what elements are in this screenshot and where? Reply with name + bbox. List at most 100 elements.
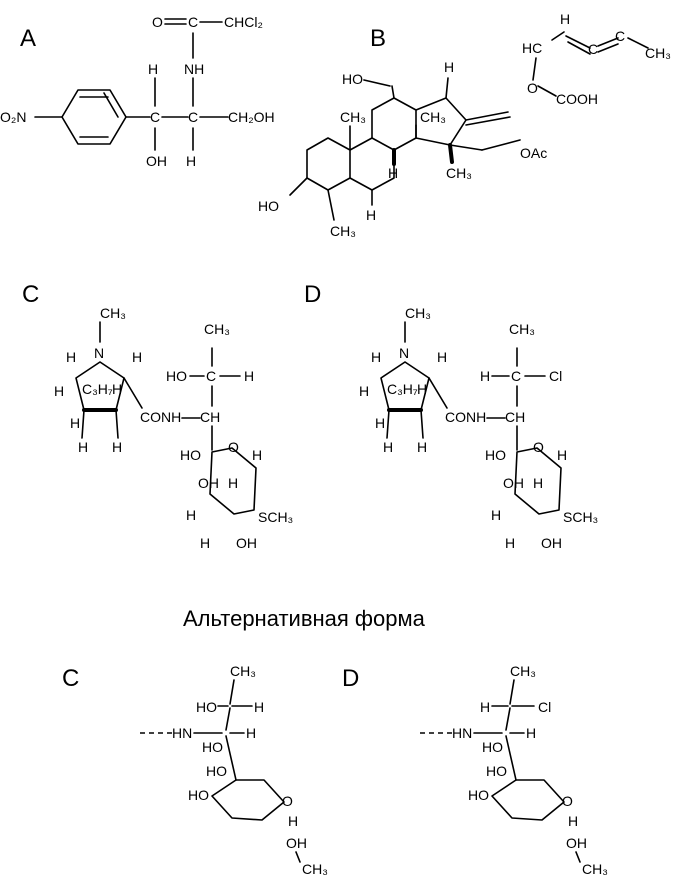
atom-h: H: [568, 813, 578, 829]
atom-sch3: SCH₃: [563, 509, 598, 525]
panel-label-c2: C: [62, 665, 79, 692]
atom-ch3: CH₃: [446, 165, 472, 181]
atom-ch3: CH₃: [405, 305, 431, 321]
atom-h: H: [491, 507, 501, 523]
structure-c-alternative: C CH₃ HO H HN H HO HO HO O H OH CH₃: [62, 663, 328, 877]
atom-h: H: [112, 381, 122, 397]
atom-h: H: [288, 813, 298, 829]
atom-c3h7: C₃H₇: [387, 381, 418, 397]
atom-c3h7: C₃H₇: [82, 381, 113, 397]
atom-hn: HN: [452, 725, 472, 741]
panel-label-a: A: [20, 25, 36, 52]
panel-label-b: B: [370, 25, 386, 52]
structure-c: C CH₃ N H H H C₃H₇ H H H H CONH CH C CH₃…: [22, 281, 293, 551]
atom-h: H: [186, 153, 196, 169]
atom-oh: OH: [503, 475, 524, 491]
atom-oac: OAc: [520, 145, 547, 161]
atom-ch: CH: [505, 409, 525, 425]
atom-h: H: [186, 507, 196, 523]
atom-ho: HO: [486, 763, 507, 779]
benzene-ring: [61, 89, 127, 145]
atom-ch3: CH₃: [302, 861, 328, 877]
structure-a: A O₂N C H OH C H CH₂OH NH C O CHCl₂: [0, 14, 275, 169]
atom-c: C: [615, 28, 625, 44]
pyranose-ring: [514, 447, 562, 515]
atom-cl: Cl: [549, 368, 562, 384]
atom-c: C: [511, 368, 521, 384]
atom-ch3: CH₃: [509, 321, 535, 337]
atom-ch3: CH₃: [510, 663, 536, 679]
atom-h: H: [560, 11, 570, 27]
atom-h: H: [557, 447, 567, 463]
atom-h: H: [132, 349, 142, 365]
atom-c1: C: [150, 109, 160, 125]
structure-d: D CH₃ N H H H C₃H₇ H H H H CONH CH C CH₃…: [304, 281, 598, 551]
atom-ho: HO: [468, 787, 489, 803]
atom-cl: Cl: [538, 699, 551, 715]
pyranose-ring: [211, 779, 285, 821]
atom-h: H: [359, 383, 369, 399]
atom-ch3: CH₃: [645, 45, 671, 61]
atom-ch3: CH₃: [330, 223, 356, 239]
atom-ho: HO: [202, 739, 223, 755]
atom-h: H: [383, 439, 393, 455]
atom-ch3: CH₃: [420, 109, 446, 125]
atom-h: H: [246, 725, 256, 741]
atom-c2: C: [188, 109, 198, 125]
atom-ch3: CH₃: [100, 305, 126, 321]
atom-o: O: [527, 80, 538, 96]
atom-oh: OH: [286, 835, 307, 851]
structure-b: B CH₃ H CH₃ CH₃ H HO HO CH₃ H OAc O: [258, 11, 671, 239]
atom-h: H: [228, 475, 238, 491]
atom-h: H: [244, 368, 254, 384]
figure-title: Альтернативная форма: [183, 606, 426, 631]
atom-ch3: CH₃: [340, 109, 366, 125]
atom-o: O: [152, 14, 163, 30]
atom-h: H: [533, 475, 543, 491]
atom-o2n: O₂N: [0, 109, 26, 125]
atom-ho: HO: [258, 198, 279, 214]
atom-c: C: [206, 368, 216, 384]
atom-ho: HO: [188, 787, 209, 803]
atom-conh: CONH: [445, 409, 486, 425]
atom-h: H: [200, 535, 210, 551]
atom-ho: HO: [196, 699, 217, 715]
atom-h: H: [371, 349, 381, 365]
atom-ch3: CH₃: [230, 663, 256, 679]
atom-oh: OH: [198, 475, 219, 491]
pyranose-ring: [491, 779, 565, 821]
atom-cooh: COOH: [556, 91, 598, 107]
atom-h: H: [417, 381, 427, 397]
atom-h: H: [505, 535, 515, 551]
atom-h: H: [375, 415, 385, 431]
panel-label-c: C: [22, 281, 39, 308]
atom-ch: CH: [200, 409, 220, 425]
atom-h: H: [480, 699, 490, 715]
atom-hc: HC: [522, 40, 542, 56]
atom-n: N: [94, 345, 104, 361]
panel-label-d: D: [304, 281, 321, 308]
atom-o: O: [533, 439, 544, 455]
atom-h: H: [526, 725, 536, 741]
atom-ho: HO: [482, 739, 503, 755]
atom-h: H: [437, 349, 447, 365]
atom-chcl2: CHCl₂: [224, 14, 263, 30]
atom-oh: OH: [236, 535, 257, 551]
panel-label-d2: D: [342, 665, 359, 692]
atom-conh: CONH: [140, 409, 181, 425]
atom-h: H: [254, 699, 264, 715]
atom-c-carbonyl: C: [188, 14, 198, 30]
atom-h: H: [252, 447, 262, 463]
atom-ho: HO: [180, 447, 201, 463]
atom-ch3: CH₃: [582, 861, 608, 877]
atom-n: N: [399, 345, 409, 361]
atom-h: H: [54, 383, 64, 399]
atom-h: H: [480, 368, 490, 384]
atom-ch2oh: CH₂OH: [228, 109, 275, 125]
atom-h: H: [388, 165, 398, 181]
atom-ho: HO: [342, 71, 363, 87]
atom-h: H: [66, 349, 76, 365]
ring-c: [371, 97, 417, 151]
atom-ch3: CH₃: [204, 321, 230, 337]
